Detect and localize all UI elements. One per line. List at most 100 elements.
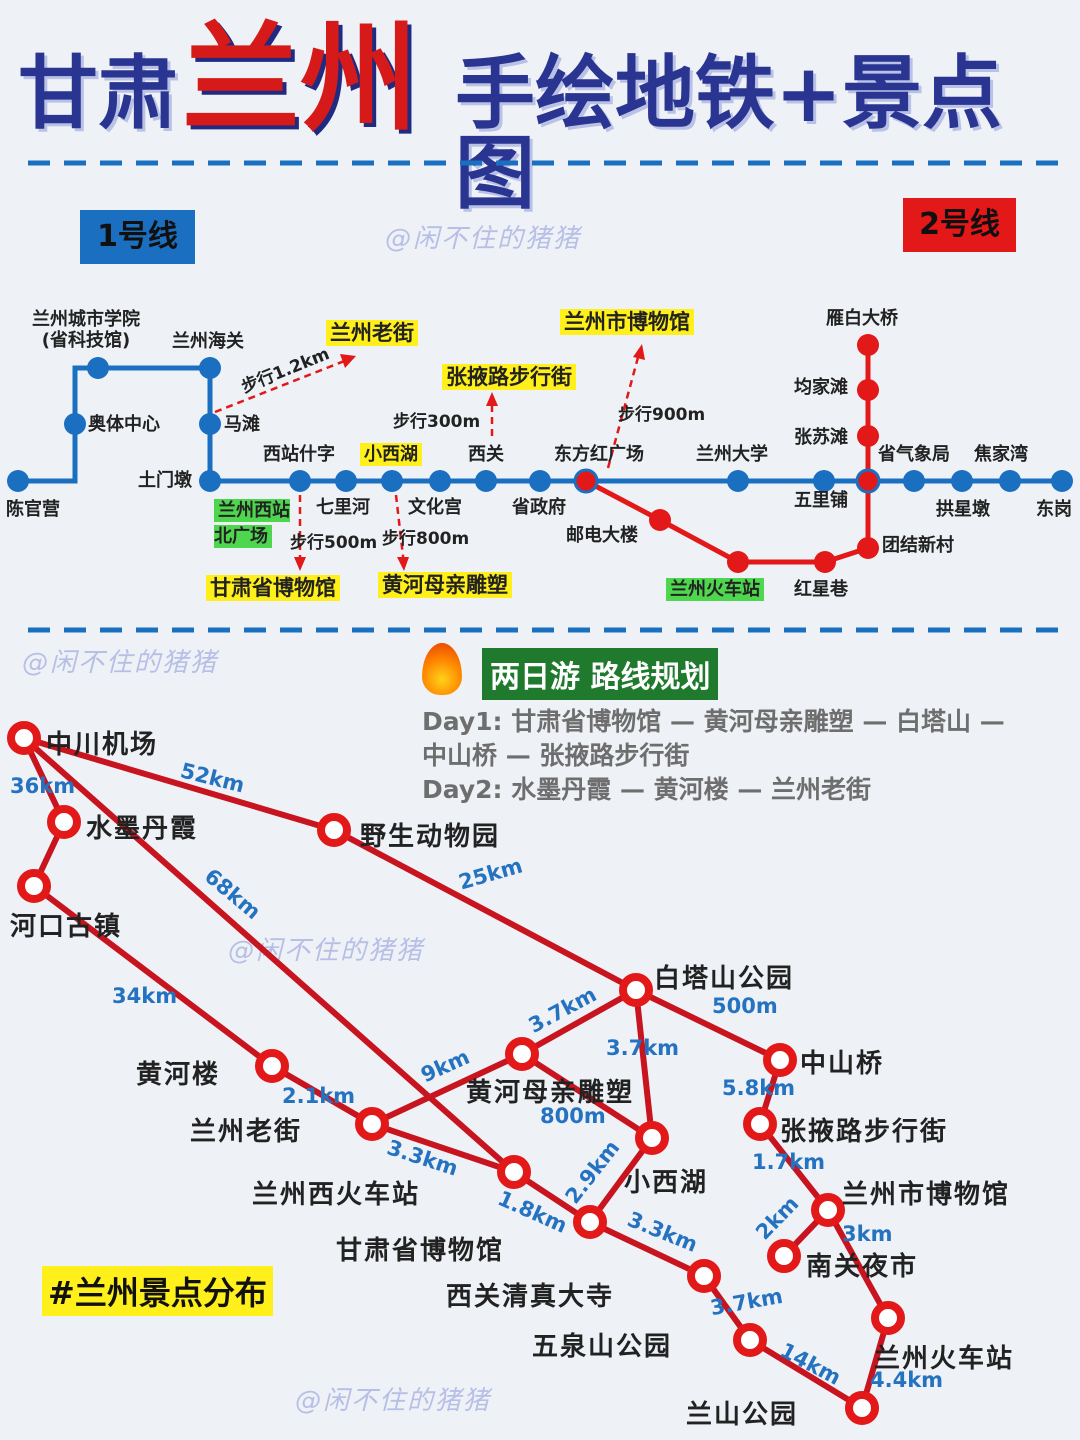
attraction-label: 兰州老街 bbox=[326, 320, 418, 346]
station-dot bbox=[857, 537, 879, 559]
route-segment bbox=[633, 987, 783, 1063]
spot-marker bbox=[317, 813, 351, 847]
arrowhead bbox=[633, 344, 645, 360]
distance-label: 2.1km bbox=[282, 1084, 356, 1108]
station-label: 马滩 bbox=[224, 414, 260, 435]
station-dot bbox=[381, 470, 403, 492]
walk-arrowheads bbox=[294, 344, 645, 571]
spot-marker bbox=[17, 869, 51, 903]
station-label-highlight: 兰州火车站 bbox=[666, 578, 764, 601]
spot-label: 中山桥 bbox=[800, 1049, 885, 1079]
walk-distance: 步行300m bbox=[393, 412, 481, 432]
station-label: 拱星墩 bbox=[936, 499, 990, 520]
walk-distance: 步行500m bbox=[290, 533, 378, 553]
distance-label: 34km bbox=[112, 984, 178, 1008]
station-label: 焦家湾 bbox=[974, 444, 1028, 465]
station-dot bbox=[475, 470, 497, 492]
metro-map bbox=[7, 334, 1073, 573]
fire-icon bbox=[422, 643, 462, 695]
route-segment bbox=[21, 735, 517, 1175]
watermark: @闲不住的猪猪 bbox=[295, 1386, 492, 1416]
station-label: 西关 bbox=[468, 444, 504, 465]
arrowhead bbox=[340, 354, 356, 368]
arrow bbox=[606, 349, 642, 469]
poster-title: 甘肃 兰州 手绘地铁+景点图 bbox=[0, 10, 1080, 214]
distance-label: 800m bbox=[540, 1104, 606, 1128]
spot-marker bbox=[47, 805, 81, 839]
station-label: 陈官营 bbox=[6, 499, 60, 520]
arrow bbox=[214, 356, 353, 414]
spot-label: 河口古镇 bbox=[10, 912, 123, 942]
walk-distance: 步行800m bbox=[382, 529, 470, 549]
distance-label: 3km bbox=[842, 1222, 893, 1246]
title-suffix: 手绘地铁+景点图 bbox=[455, 47, 1003, 220]
route-segment bbox=[757, 1121, 831, 1213]
station-label: 兰州城市学院 (省科技馆) bbox=[32, 309, 140, 351]
line2-badge: 2号线 bbox=[903, 198, 1016, 252]
spot-marker bbox=[767, 1239, 801, 1273]
station-dot bbox=[7, 470, 29, 492]
spot-marker bbox=[355, 1107, 389, 1141]
arrowhead bbox=[486, 392, 498, 406]
arrowhead bbox=[294, 557, 306, 571]
distance-label: 1.7km bbox=[752, 1150, 826, 1174]
route-segment bbox=[21, 735, 337, 833]
spot-marker bbox=[687, 1259, 721, 1293]
spot-label: 南关夜市 bbox=[806, 1252, 919, 1282]
station-label: 东岗 bbox=[1036, 499, 1072, 520]
transfer-dot bbox=[855, 468, 881, 494]
spot-marker bbox=[871, 1301, 905, 1335]
hashtag-label: #兰州景点分布 bbox=[42, 1266, 273, 1316]
station-label: 兰州海关 bbox=[172, 331, 244, 352]
station-label: 土门墩 bbox=[138, 470, 192, 491]
station-dot bbox=[64, 413, 86, 435]
route-segment bbox=[331, 827, 639, 993]
route-segment bbox=[31, 883, 275, 1069]
station-dot bbox=[903, 470, 925, 492]
spot-label: 兰州老街 bbox=[190, 1117, 303, 1147]
route-segment bbox=[519, 987, 639, 1057]
station-dot bbox=[335, 470, 357, 492]
attraction-label: 张掖路步行街 bbox=[442, 364, 576, 390]
spot-label: 水墨丹霞 bbox=[86, 814, 199, 844]
station-label: 东方红广场 bbox=[554, 444, 644, 465]
routes-title: 两日游 路线规划 bbox=[482, 648, 719, 700]
route-segment bbox=[587, 1219, 707, 1279]
route-segment bbox=[269, 1063, 375, 1127]
title-city: 兰州 bbox=[182, 10, 419, 148]
attraction-label: 黄河母亲雕塑 bbox=[378, 572, 512, 598]
spot-label: 白塔山公园 bbox=[654, 964, 795, 994]
spot-marker bbox=[505, 1037, 539, 1071]
station-dot bbox=[199, 470, 221, 492]
station-label: 均家滩 bbox=[794, 377, 848, 398]
route-day2: Day2: 水墨丹霞 — 黄河楼 — 兰州老街 bbox=[422, 775, 872, 804]
station-dot bbox=[199, 357, 221, 379]
spot-label: 中川机场 bbox=[46, 730, 159, 760]
station-label: 西站什字 bbox=[263, 444, 335, 465]
spot-markers bbox=[7, 721, 905, 1425]
route-segment bbox=[369, 1121, 517, 1175]
route-day1: Day1: 甘肃省博物馆 — 黄河母亲雕塑 — 白塔山 — 中山桥 — 张掖路步… bbox=[422, 707, 1005, 770]
spot-marker bbox=[743, 1107, 777, 1141]
station-dot bbox=[857, 379, 879, 401]
spot-label: 兰州市博物馆 bbox=[842, 1180, 1011, 1210]
distance-label: 500m bbox=[712, 994, 778, 1018]
spot-marker bbox=[497, 1155, 531, 1189]
station-label: 文化宫 bbox=[408, 497, 462, 518]
line1-stations bbox=[7, 357, 1073, 492]
watermark: @闲不住的猪猪 bbox=[22, 648, 219, 678]
spot-marker bbox=[733, 1323, 767, 1357]
spot-marker bbox=[573, 1205, 607, 1239]
station-dot bbox=[649, 509, 671, 531]
line2-stations bbox=[573, 334, 881, 573]
spot-label: 野生动物园 bbox=[360, 822, 501, 852]
station-dot bbox=[87, 357, 109, 379]
line2-track bbox=[584, 345, 871, 565]
arrowhead bbox=[397, 557, 409, 571]
line2-path bbox=[584, 345, 871, 565]
walk-distance: 步行900m bbox=[618, 405, 706, 425]
spot-marker bbox=[763, 1043, 797, 1077]
route-segment bbox=[633, 987, 655, 1141]
